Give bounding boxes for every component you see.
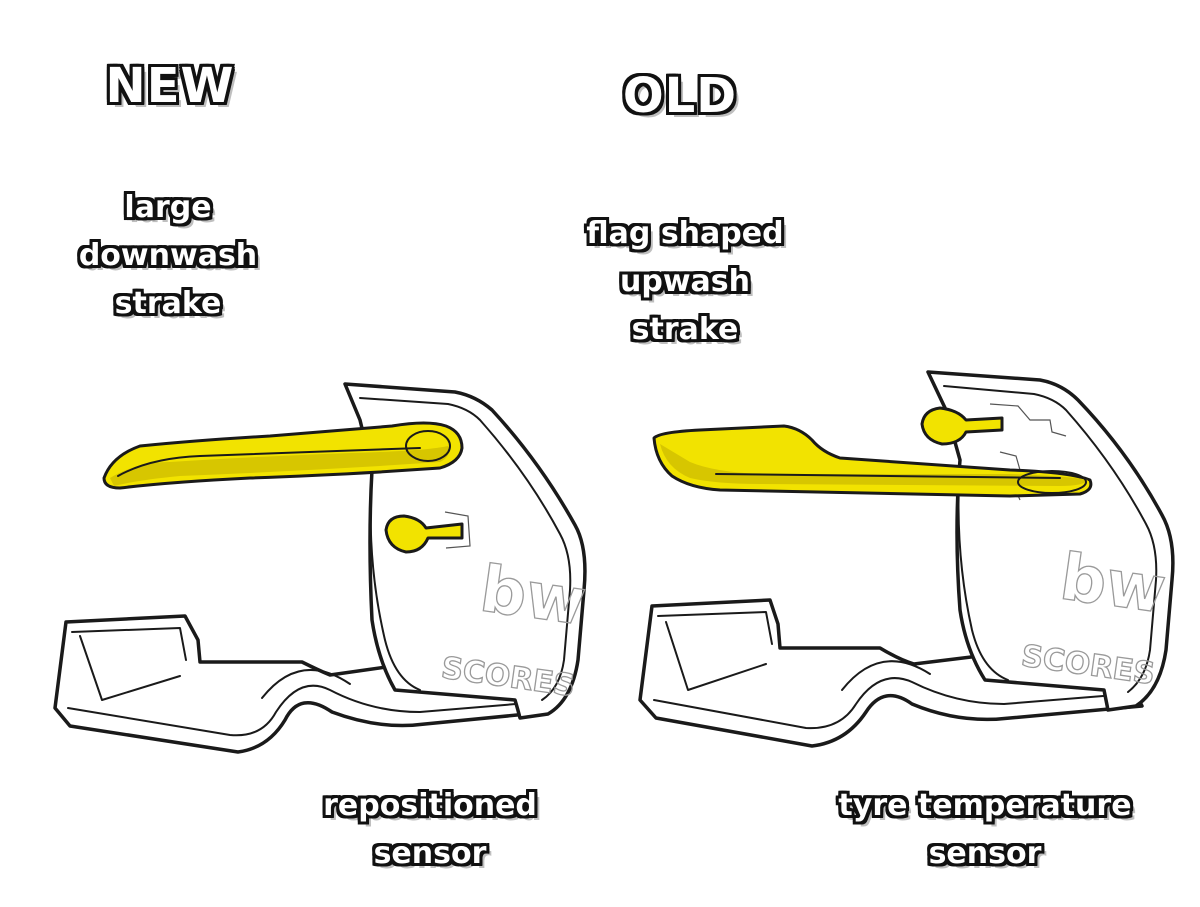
old-sensor-label: tyre temperature sensor — [820, 782, 1150, 878]
old-watermark-logo: bw — [1056, 541, 1170, 629]
old-heading: OLD — [570, 72, 790, 120]
new-sensor-label: repositioned sensor — [300, 782, 560, 878]
old-strake-label: flag shaped upwash strake — [560, 210, 810, 354]
new-heading: NEW — [60, 62, 280, 110]
new-strake-label: large downwash strake — [48, 184, 288, 328]
